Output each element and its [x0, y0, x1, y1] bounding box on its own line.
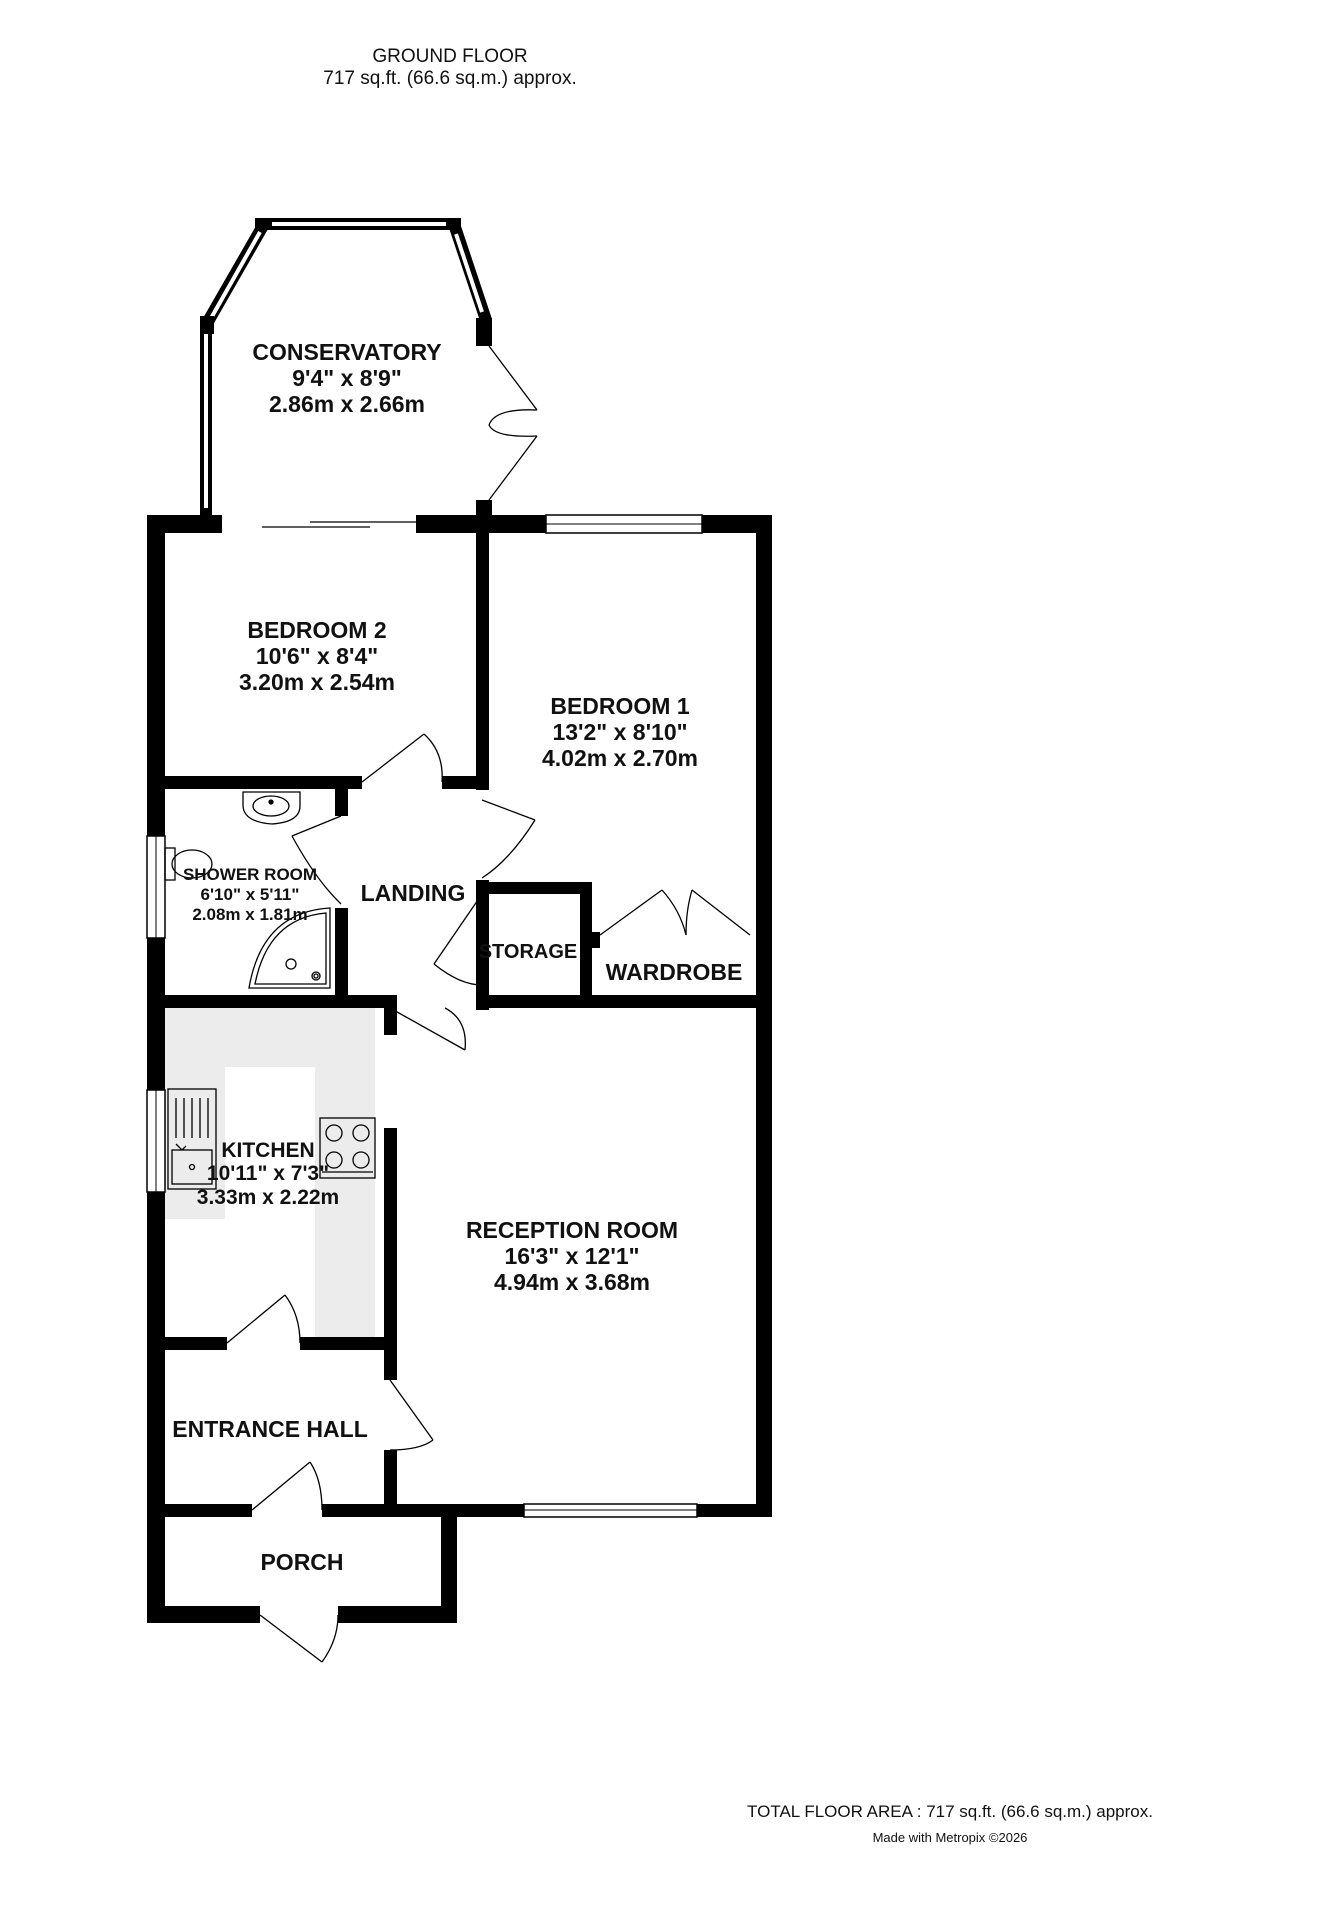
- conservatory-name: CONSERVATORY: [252, 339, 441, 365]
- conservatory-doors: [488, 345, 538, 501]
- room-label-shower-room: SHOWER ROOM 6'10" x 5'11" 2.08m x 1.81m: [183, 865, 317, 924]
- credit-text: Made with Metropix ©2026: [872, 1830, 1028, 1845]
- kitchen-metric: 3.33m x 2.22m: [197, 1186, 339, 1209]
- shower-room-imperial: 6'10" x 5'11": [201, 885, 300, 904]
- reception-imperial: 16'3" x 12'1": [504, 1243, 639, 1269]
- shower-tray-icon: [248, 907, 331, 989]
- conservatory-imperial: 9'4" x 8'9": [292, 365, 402, 391]
- kitchen-imperial: 10'11" x 7'3": [207, 1162, 329, 1185]
- doors: [226, 733, 751, 1663]
- toilet-icon: [164, 847, 213, 881]
- reception-metric: 4.94m x 3.68m: [494, 1269, 650, 1295]
- room-label-porch: PORCH: [260, 1549, 343, 1575]
- bedroom2-metric: 3.20m x 2.54m: [239, 669, 395, 695]
- windows: [146, 514, 703, 1518]
- sliding-door: [262, 521, 416, 528]
- bedroom1-metric: 4.02m x 2.70m: [542, 745, 698, 771]
- room-label-wardrobe: WARDROBE: [606, 959, 743, 985]
- sink-icon: [167, 1088, 217, 1190]
- total-floor-area: TOTAL FLOOR AREA : 717 sq.ft. (66.6 sq.m…: [747, 1802, 1153, 1821]
- room-label-conservatory: CONSERVATORY 9'4" x 8'9" 2.86m x 2.66m: [252, 339, 441, 417]
- room-label-bedroom2: BEDROOM 2 10'6" x 8'4" 3.20m x 2.54m: [239, 617, 395, 695]
- shower-room-name: SHOWER ROOM: [183, 865, 317, 884]
- kitchen-name: KITCHEN: [221, 1139, 314, 1162]
- conservatory-metric: 2.86m x 2.66m: [269, 391, 425, 417]
- floor-area: 717 sq.ft. (66.6 sq.m.) approx.: [323, 68, 577, 89]
- reception-name: RECEPTION ROOM: [466, 1217, 678, 1243]
- conservatory-outline: [200, 218, 492, 530]
- walls: [147, 515, 772, 1623]
- room-label-reception: RECEPTION ROOM 16'3" x 12'1" 4.94m x 3.6…: [466, 1217, 678, 1295]
- room-label-bedroom1: BEDROOM 1 13'2" x 8'10" 4.02m x 2.70m: [542, 693, 698, 771]
- room-label-entrance-hall: ENTRANCE HALL: [172, 1416, 368, 1442]
- room-label-kitchen: KITCHEN 10'11" x 7'3" 3.33m x 2.22m: [197, 1139, 339, 1209]
- room-label-storage: STORAGE: [479, 941, 578, 963]
- bedroom2-imperial: 10'6" x 8'4": [256, 643, 378, 669]
- bedroom1-imperial: 13'2" x 8'10": [552, 719, 687, 745]
- shower-room-metric: 2.08m x 1.81m: [192, 905, 307, 924]
- room-label-landing: LANDING: [361, 880, 466, 906]
- hob-icon: [319, 1117, 376, 1179]
- bedroom1-name: BEDROOM 1: [550, 693, 690, 719]
- bedroom2-name: BEDROOM 2: [247, 617, 386, 643]
- wash-basin-icon: [242, 791, 301, 825]
- floor-title: GROUND FLOOR: [372, 46, 528, 67]
